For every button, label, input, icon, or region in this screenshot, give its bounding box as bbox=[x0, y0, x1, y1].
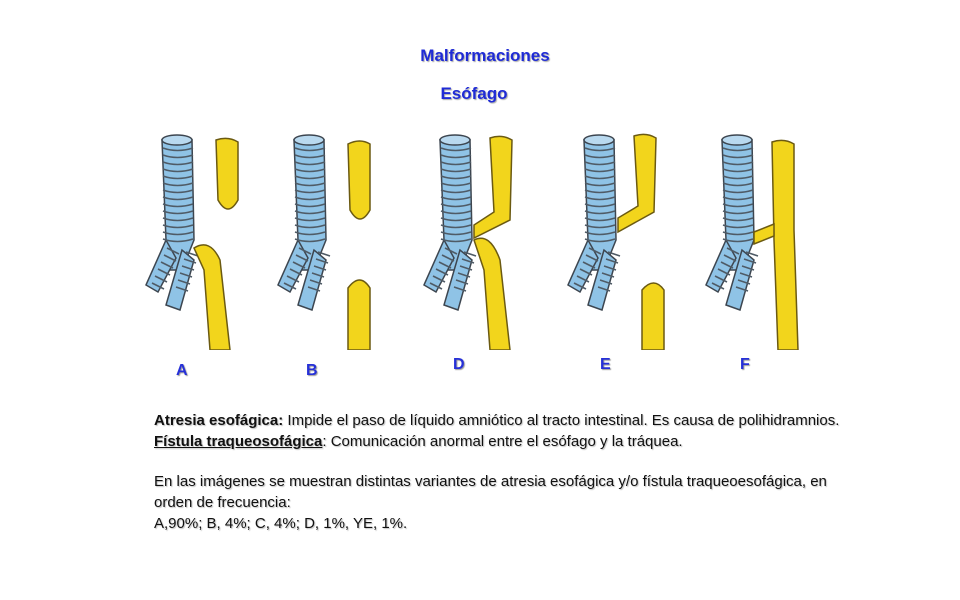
esophagus-upper-segment bbox=[473, 135, 513, 240]
trachea bbox=[145, 134, 199, 311]
figure-label-a: A bbox=[176, 362, 188, 379]
atresia-definition: Atresia esofágica: Impide el paso de líq… bbox=[154, 410, 844, 431]
esophagus-lower-segment bbox=[473, 237, 511, 350]
trachea bbox=[277, 134, 331, 311]
page-subtitle: Esófago bbox=[440, 84, 508, 103]
frequencies: A,90%; B, 4%; C, 4%; D, 1%, YE, 1%. bbox=[154, 515, 408, 532]
trachea bbox=[705, 134, 759, 311]
figure-d bbox=[423, 134, 513, 350]
figure-f bbox=[705, 134, 799, 350]
figure-a bbox=[145, 134, 239, 350]
esophagus-continuous bbox=[771, 139, 799, 350]
atresia-term: Atresia esofágica: bbox=[154, 412, 284, 429]
esophagus-lower-pouch bbox=[347, 279, 371, 350]
figure-label-e: E bbox=[600, 356, 611, 373]
figure-label-d: D bbox=[453, 356, 465, 373]
esophagus-upper-segment bbox=[617, 133, 657, 234]
trachea bbox=[423, 134, 477, 311]
fistula-connection bbox=[753, 222, 775, 246]
esophagus-upper-pouch bbox=[347, 140, 371, 220]
description: Atresia esofágica: Impide el paso de líq… bbox=[154, 410, 844, 534]
esophagus-lower-pouch bbox=[641, 282, 665, 350]
esophagus-lower-segment bbox=[193, 244, 231, 350]
variants-intro: En las imágenes se muestran distintas va… bbox=[154, 473, 827, 511]
figure-b bbox=[277, 134, 371, 350]
fistula-term: Fístula traqueosofágica bbox=[154, 433, 323, 450]
fistula-text: : Comunicación anormal entre el esófago … bbox=[322, 433, 683, 450]
figure-label-b: B bbox=[306, 362, 318, 379]
esophagus-upper-pouch bbox=[215, 137, 239, 210]
fistula-definition: Fístula traqueosofágica: Comunicación an… bbox=[154, 431, 844, 452]
atresia-text: Impide el paso de líquido amniótico al t… bbox=[283, 412, 840, 429]
page-title: Malformaciones bbox=[420, 46, 550, 65]
figure-label-f: F bbox=[740, 356, 750, 373]
trachea bbox=[567, 134, 621, 311]
figure-e bbox=[567, 133, 665, 350]
